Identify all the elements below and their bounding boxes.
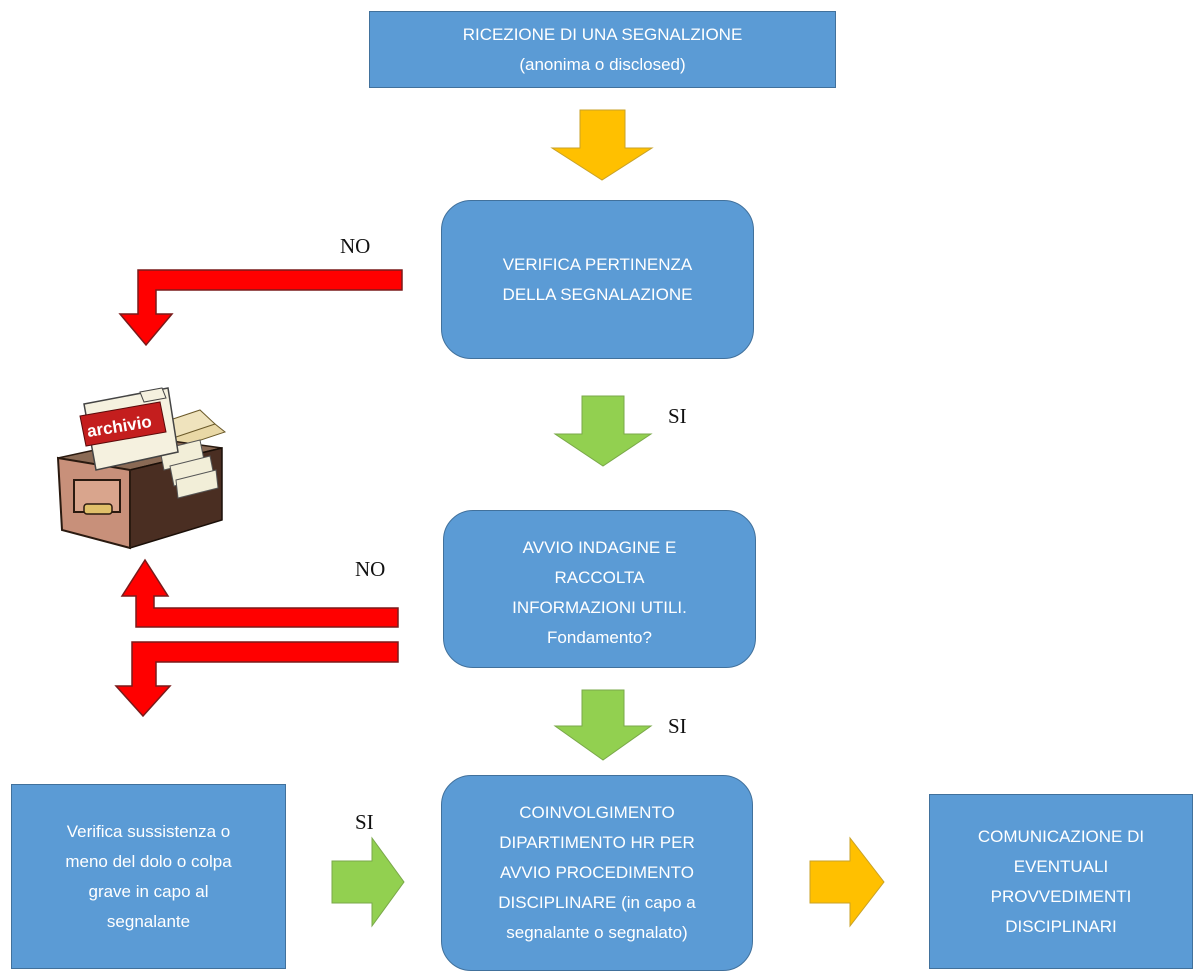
down-arrow-orange <box>550 109 654 181</box>
label-si-left: SI <box>355 810 374 834</box>
node-verifica-sussistenza-line1: Verifica sussistenza o <box>66 821 231 841</box>
label-no-top: NO <box>340 234 371 258</box>
node-verifica-sussistenza-line4: segnalante <box>106 911 191 931</box>
node-verifica-sussistenza-line3: grave in capo al <box>88 881 209 901</box>
red-bent-arrow-top <box>118 269 403 347</box>
right-arrow-green <box>331 836 405 928</box>
right-arrow-orange <box>809 836 885 928</box>
node-avvio-indagine-line3: INFORMAZIONI UTILI. <box>512 598 687 617</box>
label-si-1: SI <box>668 404 687 428</box>
label-si-2: SI <box>668 714 687 738</box>
red-up-arrow-head <box>120 558 399 628</box>
node-ricezione-line2: (anonima o disclosed) <box>519 54 686 74</box>
node-verifica-sussistenza-line2: meno del dolo o colpa <box>65 851 232 871</box>
node-ricezione: RICEZIONE DI UNA SEGNALZIONE (anonima o … <box>369 11 836 88</box>
node-avvio-indagine-line1: AVVIO INDAGINE E <box>522 538 677 557</box>
node-coinvolgimento-line3: AVVIO PROCEDIMENTO <box>500 863 694 882</box>
node-coinvolgimento-line5: segnalante o segnalato) <box>506 923 688 942</box>
node-comunicazione-line3: PROVVEDIMENTI <box>990 886 1132 906</box>
node-verifica-pertinenza-line1: VERIFICA PERTINENZA <box>502 254 693 274</box>
node-comunicazione-line2: EVENTUALI <box>1013 856 1109 876</box>
node-ricezione-line1: RICEZIONE DI UNA SEGNALZIONE <box>462 24 743 44</box>
archive-cabinet-icon: archivio <box>56 387 227 550</box>
node-comunicazione-line1: COMUNICAZIONE DI <box>977 826 1145 846</box>
down-arrow-green-2 <box>553 689 653 761</box>
node-coinvolgimento-line1: COINVOLGIMENTO <box>519 803 675 822</box>
node-verifica-sussistenza: Verifica sussistenza o meno del dolo o c… <box>11 784 286 969</box>
node-avvio-indagine-line4: Fondamento? <box>547 628 652 647</box>
down-arrow-green-1 <box>553 395 653 467</box>
node-avvio-indagine: AVVIO INDAGINE E RACCOLTA INFORMAZIONI U… <box>443 510 756 668</box>
node-comunicazione: COMUNICAZIONE DI EVENTUALI PROVVEDIMENTI… <box>929 794 1193 969</box>
node-comunicazione-line4: DISCIPLINARI <box>1005 916 1117 936</box>
node-coinvolgimento: COINVOLGIMENTO DIPARTIMENTO HR PER AVVIO… <box>441 775 753 971</box>
node-avvio-indagine-line2: RACCOLTA <box>554 568 645 587</box>
node-coinvolgimento-line2: DIPARTIMENTO HR PER <box>499 833 695 852</box>
red-bent-arrow-bottom <box>114 641 399 718</box>
node-verifica-pertinenza-line2: DELLA SEGNALAZIONE <box>502 284 693 304</box>
label-no-mid: NO <box>355 557 386 581</box>
node-coinvolgimento-line4: DISCIPLINARE (in capo a <box>498 893 696 912</box>
node-verifica-pertinenza: VERIFICA PERTINENZA DELLA SEGNALAZIONE <box>441 200 754 359</box>
